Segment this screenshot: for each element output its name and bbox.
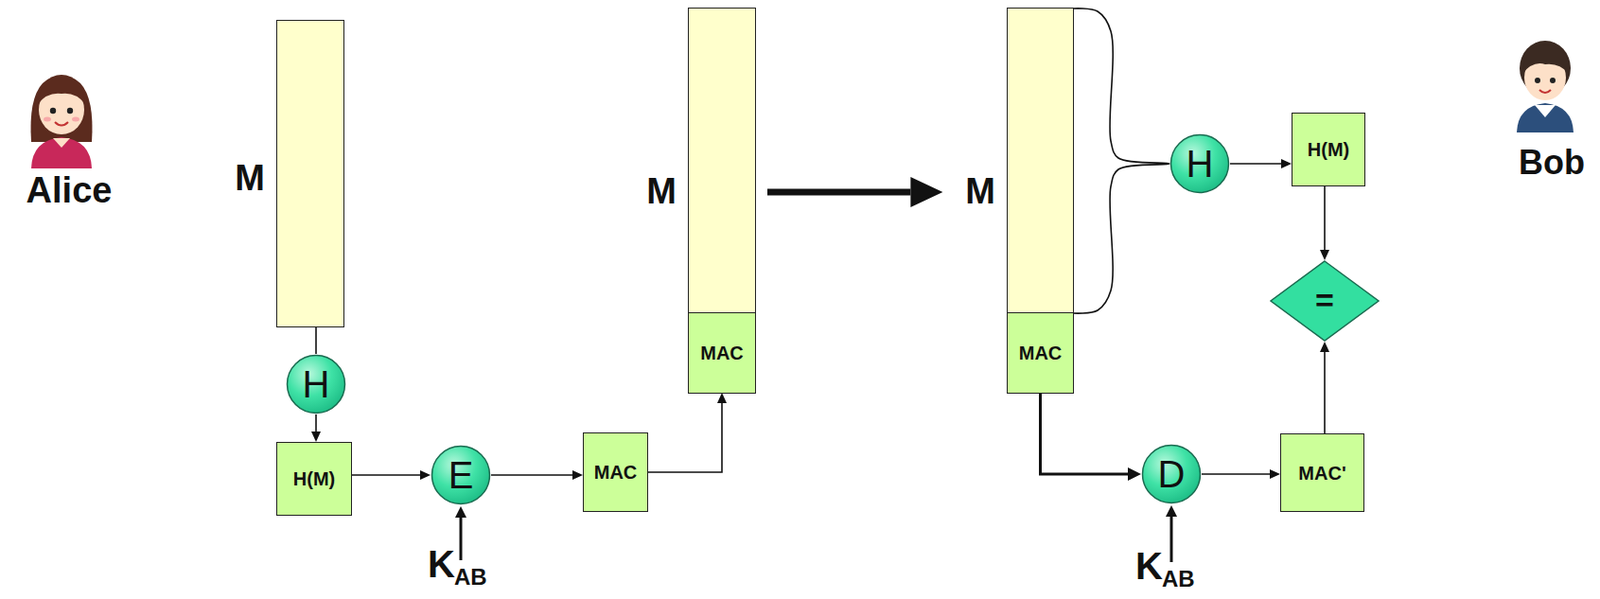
alice-cheek <box>43 117 52 123</box>
key-arrow-line <box>1170 515 1174 563</box>
hash-circle: H <box>285 353 347 415</box>
connector <box>1323 351 1326 434</box>
circle-shape <box>432 446 491 505</box>
shape-text: MAC <box>700 342 744 364</box>
person-name: Bob <box>1518 143 1585 182</box>
alice-cheek <box>71 117 80 123</box>
connector <box>767 189 911 196</box>
key-arrow <box>1165 505 1178 563</box>
bob-mouth <box>1539 89 1551 93</box>
person-name: Alice <box>26 171 113 211</box>
bob-collar <box>1534 105 1556 118</box>
circle-shape <box>1142 445 1201 504</box>
key-arrow-head <box>455 506 467 518</box>
shape-text: MAC <box>1019 342 1063 364</box>
key-label: K <box>427 543 456 585</box>
shape-text: = <box>1315 282 1335 318</box>
circle-shape <box>287 355 346 414</box>
circle-shape <box>1171 135 1230 194</box>
diamond-shape <box>1270 261 1379 341</box>
key-subscript: AB <box>1161 566 1196 592</box>
message-heading: M <box>234 158 265 199</box>
message-bar: MACM <box>1007 8 1073 393</box>
message-heading: M <box>646 172 677 212</box>
connector <box>491 474 573 476</box>
bob-shirt <box>1516 103 1574 133</box>
connector <box>315 326 317 354</box>
alice-bangs <box>37 76 86 105</box>
alice-eye <box>50 107 56 114</box>
shape-text: MAC' <box>1298 462 1346 484</box>
connector <box>648 403 722 473</box>
connector <box>1072 8 1170 314</box>
key-arrow-head <box>1165 505 1178 517</box>
mac-box: MAC <box>582 432 649 512</box>
message-bar: MACM <box>688 8 756 393</box>
shape-text: H <box>1186 142 1214 185</box>
alice-hair <box>31 74 93 142</box>
hash-circle: H <box>1169 133 1231 194</box>
key-label: K <box>1135 545 1163 587</box>
hash-box: H(M) <box>1291 112 1366 187</box>
key-arrow <box>455 506 467 561</box>
alice-shirt <box>31 137 92 169</box>
mac-segment: MAC <box>688 313 756 393</box>
encrypt-circle: E <box>430 444 492 506</box>
mac-segment: MAC <box>1007 313 1073 393</box>
alice-mouth <box>54 122 69 126</box>
shape-text: D <box>1158 453 1186 495</box>
bob-eye <box>1534 77 1541 84</box>
key-arrow-line <box>459 516 463 561</box>
shape-text: MAC <box>594 461 638 483</box>
shape-text: H(M) <box>1307 139 1350 160</box>
connector <box>1323 186 1326 250</box>
alice-eye <box>67 107 73 114</box>
connector <box>1201 473 1270 475</box>
bob-eye <box>1549 77 1556 84</box>
connector <box>351 474 421 476</box>
shape-text: E <box>448 454 475 496</box>
shape-text: H <box>302 363 331 405</box>
message-bar: M <box>277 20 344 327</box>
alice-icon <box>31 74 93 169</box>
connector <box>315 414 317 432</box>
compare-diamond: = <box>1269 260 1380 342</box>
connector <box>1230 162 1282 165</box>
key-subscript: AB <box>454 564 488 590</box>
connector <box>1040 392 1129 475</box>
message-heading: M <box>965 172 996 212</box>
decrypt-circle: D <box>1141 443 1202 505</box>
hash-box: H(M) <box>276 441 352 516</box>
bob-bangs <box>1522 44 1569 74</box>
bob-icon <box>1516 40 1574 133</box>
alice-neck <box>52 138 71 148</box>
shape-text: H(M) <box>293 468 335 490</box>
mac-box: MAC' <box>1280 433 1365 512</box>
